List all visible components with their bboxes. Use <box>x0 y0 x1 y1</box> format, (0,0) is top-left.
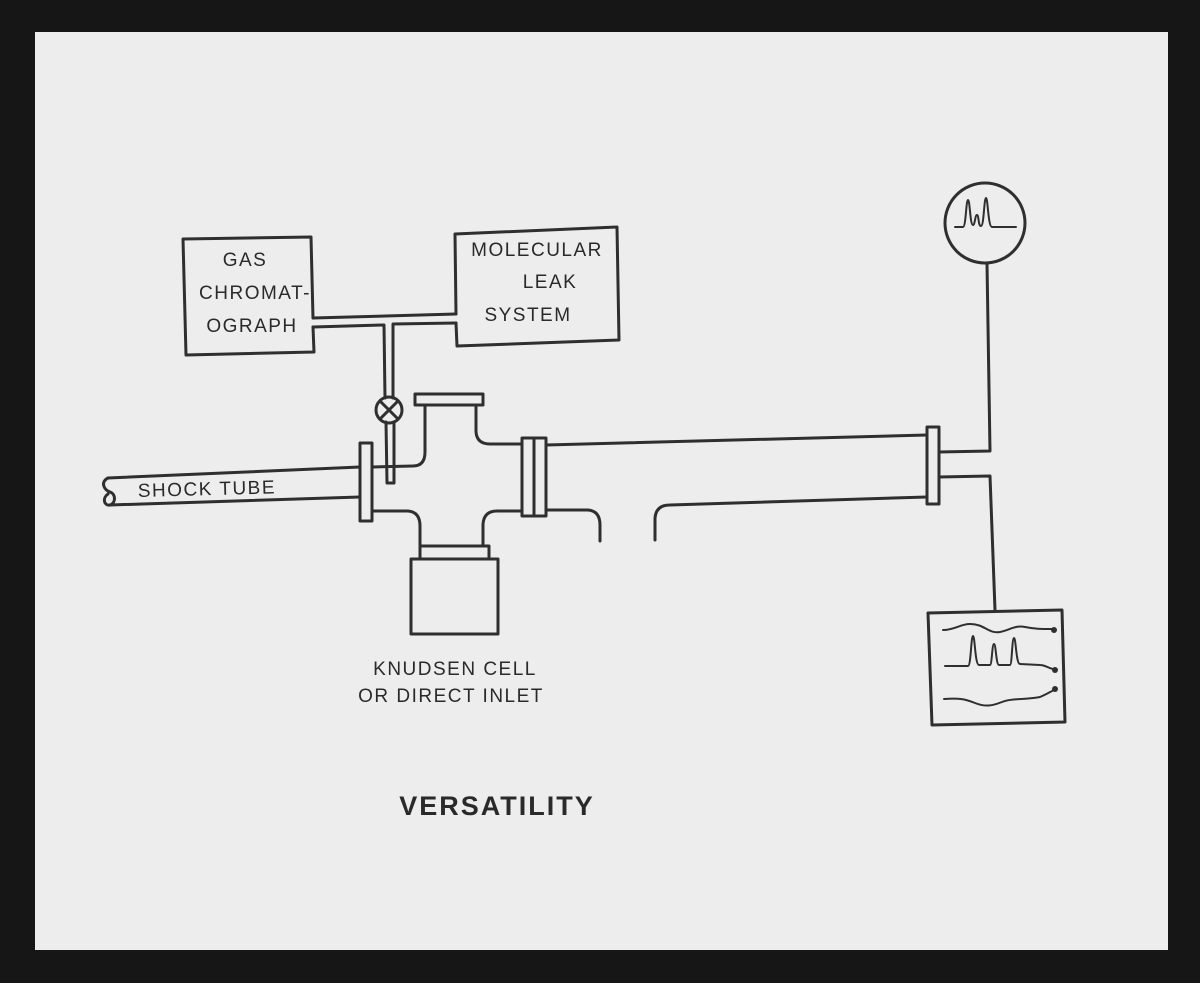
gc-label-2: CHROMAT- <box>199 283 311 304</box>
molecular-leak-system-box: MOLECULAR LEAK SYSTEM <box>453 225 621 348</box>
mls-label-3: SYSTEM <box>484 305 571 326</box>
diagram-title: VERSATILITY <box>399 791 595 821</box>
chart-recorder-icon <box>926 474 1067 727</box>
mls-label-1: MOLECULAR <box>471 240 603 261</box>
knudsen-label-2: OR DIRECT INLET <box>358 686 544 707</box>
paper <box>35 32 1168 950</box>
shock-tube: SHOCK TUBE <box>102 465 362 507</box>
flight-tube <box>544 425 941 543</box>
cross-chamber <box>358 392 548 548</box>
gas-chromatograph-box: GAS CHROMAT- OGRAPH <box>181 235 316 357</box>
inlet-pipes <box>311 312 458 485</box>
left-flange <box>358 441 374 523</box>
detector-flange <box>925 425 941 506</box>
valve-icon <box>374 395 404 425</box>
right-flange-b <box>532 436 548 518</box>
top-flange <box>413 392 485 407</box>
gc-label-3: OGRAPH <box>206 316 297 337</box>
shock-tube-label: SHOCK TUBE <box>138 477 277 502</box>
knudsen-cell: KNUDSEN CELL OR DIRECT INLET <box>358 544 544 707</box>
oscilloscope-icon <box>937 181 1027 454</box>
knudsen-label-1: KNUDSEN CELL <box>373 659 537 680</box>
mls-label-2: LEAK <box>523 272 578 293</box>
gc-label-1: GAS <box>223 250 268 271</box>
